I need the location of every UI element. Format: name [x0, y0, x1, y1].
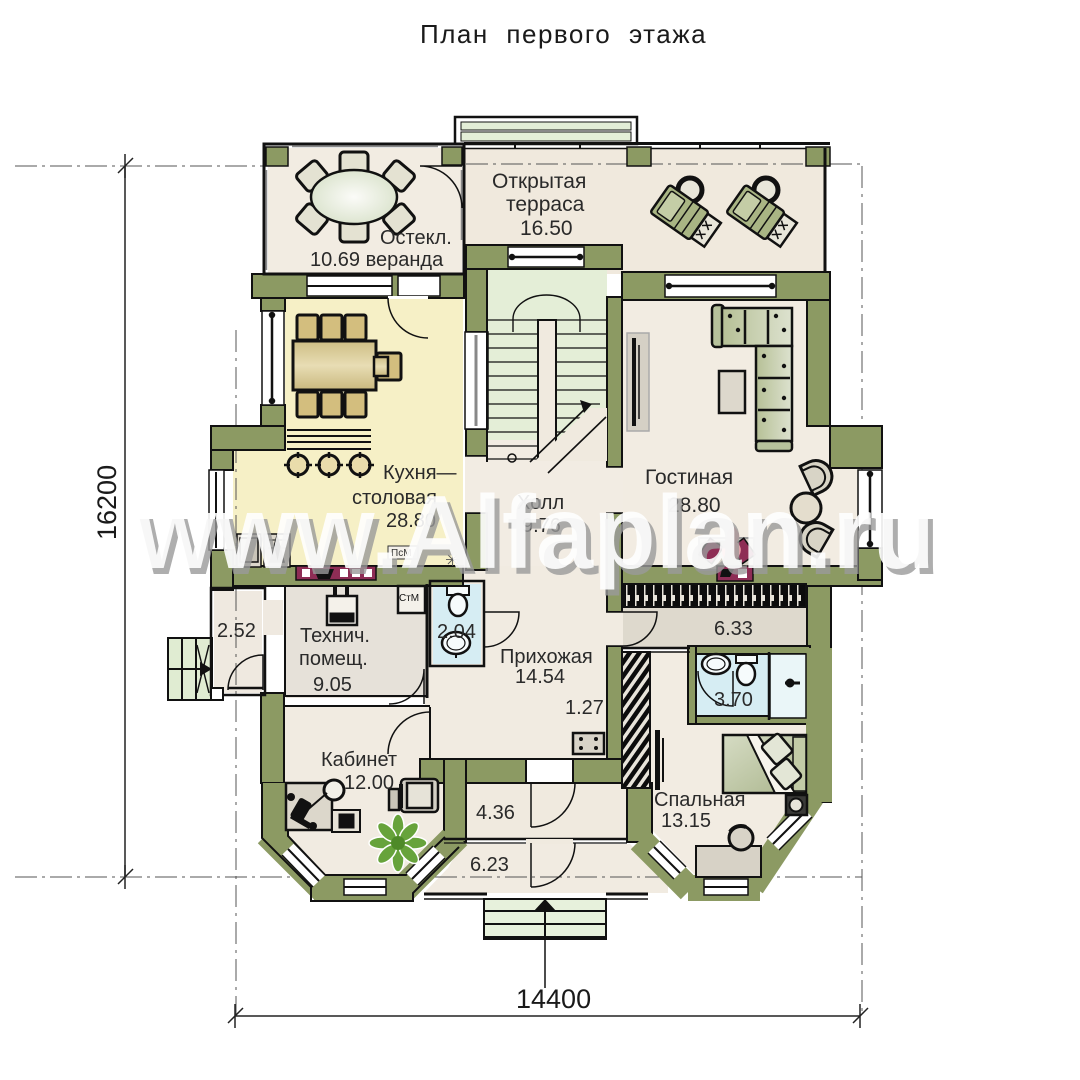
- svg-text:Остекл.: Остекл.: [380, 227, 452, 249]
- svg-text:www.Alfaplan.ru: www.Alfaplan.ru: [134, 475, 935, 591]
- svg-text:План первого этажа: План первого этажа: [420, 19, 707, 49]
- svg-text:www.Alfaplan.ru: www.Alfaplan.ru: [139, 481, 940, 597]
- svg-text:3.70: 3.70: [714, 689, 753, 711]
- svg-text:Прихожая: Прихожая: [500, 646, 593, 668]
- svg-text:СтМ: СтМ: [399, 593, 419, 604]
- svg-text:14.54: 14.54: [515, 666, 565, 688]
- svg-text:6.33: 6.33: [714, 618, 753, 640]
- svg-text:ПсМ: ПсМ: [391, 548, 412, 559]
- svg-text:Гостиная: Гостиная: [645, 466, 733, 489]
- svg-text:14400: 14400: [516, 984, 591, 1014]
- svg-text:1.27: 1.27: [565, 697, 604, 719]
- svg-text:6.23: 6.23: [470, 854, 509, 876]
- svg-text:2.52: 2.52: [217, 620, 256, 642]
- svg-text:Кабинет: Кабинет: [321, 749, 397, 771]
- svg-text:терраса: терраса: [506, 193, 585, 216]
- svg-text:12.00: 12.00: [344, 772, 394, 794]
- svg-text:помещ.: помещ.: [299, 648, 368, 670]
- svg-text:10.69 веранда: 10.69 веранда: [310, 249, 444, 271]
- svg-text:16.50: 16.50: [520, 217, 573, 240]
- svg-text:Спальная: Спальная: [654, 789, 745, 811]
- svg-text:Кухня—: Кухня—: [383, 462, 457, 484]
- svg-text:28.80: 28.80: [668, 494, 721, 517]
- svg-text:столовая: столовая: [352, 487, 437, 509]
- svg-text:9.76: 9.76: [522, 515, 561, 537]
- svg-text:2.04: 2.04: [437, 621, 476, 643]
- svg-text:13.15: 13.15: [661, 810, 711, 832]
- svg-text:✳: ✳: [445, 550, 460, 570]
- svg-text:28.80: 28.80: [386, 510, 436, 532]
- svg-text:4.36: 4.36: [476, 802, 515, 824]
- svg-text:16200: 16200: [92, 465, 122, 540]
- svg-text:9.05: 9.05: [313, 674, 352, 696]
- svg-text:Открытая: Открытая: [492, 170, 586, 193]
- svg-text:Холл: Холл: [517, 492, 564, 514]
- svg-text:Технич.: Технич.: [300, 625, 370, 647]
